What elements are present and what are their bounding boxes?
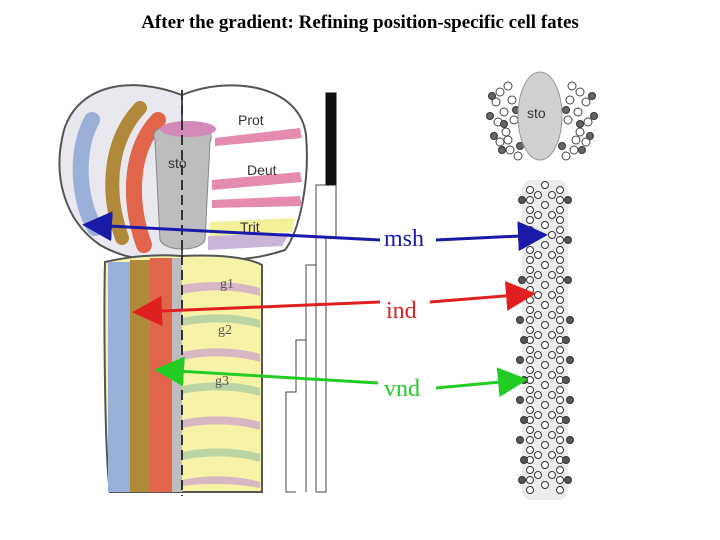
black-bar	[325, 92, 337, 186]
sto-cap	[160, 121, 216, 137]
cns-head-cells	[491, 81, 593, 161]
label-prot: Prot	[238, 112, 264, 128]
slide-title: After the gradient: Refining position-sp…	[141, 12, 579, 33]
ind-arrows	[132, 280, 536, 326]
cns-sto-shape	[517, 71, 563, 161]
gene-label-vnd: vnd	[384, 376, 420, 402]
grey-column-trunk	[172, 258, 182, 492]
label-deut: Deut	[247, 162, 277, 178]
label-g1: g1	[220, 277, 234, 292]
label-sto-embryo: sto	[168, 155, 187, 171]
ind-band-head-orange	[125, 112, 166, 253]
cns-sto-label: sto	[527, 105, 546, 121]
cns-diagram: sto	[486, 71, 598, 500]
msh-column-trunk	[108, 262, 130, 492]
label-g3: g3	[215, 374, 229, 389]
vnd-band-head-brown	[105, 101, 147, 245]
orange-column-trunk	[150, 258, 172, 492]
vnd-arrows	[154, 356, 528, 398]
gene-label-ind: ind	[386, 298, 417, 324]
label-g2: g2	[218, 323, 232, 338]
label-trit: Trit	[240, 219, 260, 235]
msh-arrows	[82, 211, 548, 252]
brown-column-trunk	[130, 260, 150, 492]
gene-label-msh: msh	[384, 226, 425, 252]
nerve-cord	[516, 180, 574, 500]
